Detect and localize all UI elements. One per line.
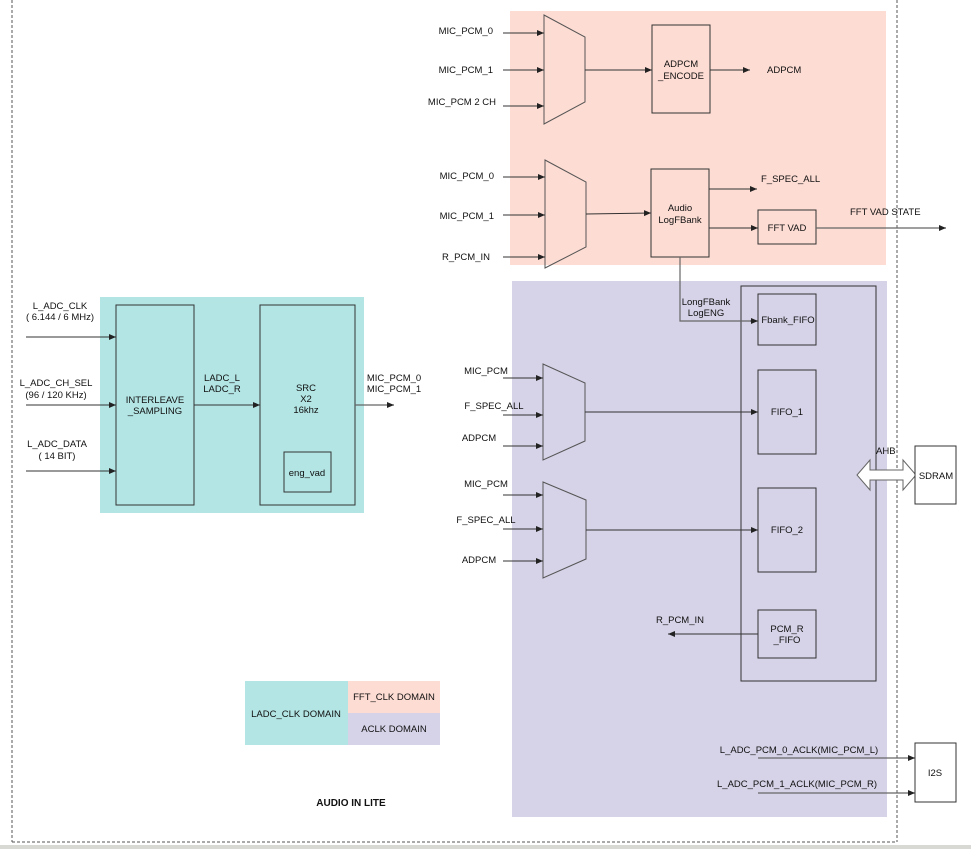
legend-ladc-swatch [245,681,348,745]
wire-mux2-to-logfbank [585,210,652,217]
sdram-block: SDRAM [914,445,957,505]
fifo-2-box [757,487,817,573]
input-l-adc-data-bits: ( 14 BIT) [39,451,76,462]
pcm-r-fifo-label: PCM_R [770,624,803,635]
mux-3-input-2: ADPCM [462,433,496,444]
fifo-1-block: FIFO_1 [757,369,817,455]
mux-2-input-1: MIC_PCM_1 [440,211,494,222]
aclk-domain-region [512,281,887,817]
fbank-fifo-label: Fbank_FIFO [761,315,814,326]
sdram-box [914,445,957,505]
src-label: SRC [296,383,316,394]
label-fftvad-state: FFT VAD STATE [850,207,921,218]
adpcm-encode-label-2: _ENCODE [657,71,704,82]
i2s-block: I2S [914,742,957,803]
label-ladc-l: LADC_L [204,373,240,384]
mux-4-shape [542,481,587,579]
label-ladc-r: LADC_R [203,384,241,395]
interleave-label: INTERLEAVE [126,395,184,406]
fftvad-label: FFT VAD [768,223,807,234]
mux-1: MIC_PCM_0 MIC_PCM_1 MIC_PCM 2 CH [428,14,586,125]
label-ahb: AHB [876,446,896,457]
legend-aclk-label: ACLK DOMAIN [361,724,427,735]
legend-fft-swatch [348,681,440,713]
mux-4-input-2: ADPCM [462,555,496,566]
pcm-r-fifo-label-2: _FIFO [773,635,801,646]
fbank-fifo-box [757,293,817,346]
mux-3-shape [542,363,586,461]
mux-2-shape [544,159,587,269]
interleave-label-2: _SAMPLING [127,406,182,417]
fbank-fifo-block: Fbank_FIFO [757,293,817,346]
mux-2: MIC_PCM_0 MIC_PCM_1 R_PCM_IN [440,159,587,269]
legend-fft-label: FFT_CLK DOMAIN [353,692,435,703]
src-rate-label: 16khz [293,405,319,416]
adpcm-encode-block: ADPCM _ENCODE [651,24,711,114]
fifo-1-label: FIFO_1 [771,407,803,418]
clock-domain-legend: LADC_CLK DOMAIN FFT_CLK DOMAIN ACLK DOMA… [245,681,440,745]
fifo-container [740,285,877,682]
input-l-adc-clk-freq: ( 6.144 / 6 MHz) [26,312,94,323]
mux-4: MIC_PCM F_SPEC_ALL ADPCM [456,479,587,579]
mux-1-shape [543,14,586,125]
input-l-adc-ch-sel: L_ADC_CH_SEL [20,378,93,389]
mux-2-input-0: MIC_PCM_0 [440,171,494,182]
label-r-pcm-in: R_PCM_IN [656,615,704,626]
legend-ladc-label: LADC_CLK DOMAIN [251,709,341,720]
bottom-scroll-edge [0,845,971,849]
logfbank-label-2: LogFBank [658,215,702,226]
adpcm-encode-box [651,24,711,114]
eng-vad-box [283,451,332,493]
label-logeng: LogENG [688,308,724,319]
input-l-adc-data: L_ADC_DATA [27,439,87,450]
input-l-adc-ch-sel-freq: (96 / 120 KHz) [25,390,86,401]
wire-logeng [679,257,757,322]
mux-3-input-0: MIC_PCM [464,366,508,377]
src-ratio-label: X2 [300,394,312,405]
mux-3: MIC_PCM F_SPEC_ALL ADPCM [462,363,586,461]
label-fspec-all: F_SPEC_ALL [761,174,820,185]
mux-1-input-1: MIC_PCM_1 [439,65,493,76]
sdram-label: SDRAM [919,471,953,482]
label-adpcm-out: ADPCM [767,65,801,76]
mux-4-input-1: F_SPEC_ALL [456,515,515,526]
fifo-2-label: FIFO_2 [771,525,803,536]
i2s-box [914,742,957,803]
input-l-adc-clk: L_ADC_CLK [33,301,88,312]
ladc-inputs: L_ADC_CLK ( 6.144 / 6 MHz) L_ADC_CH_SEL … [20,301,116,474]
diagram-title: AUDIO IN LITE [316,798,386,809]
i2s-label: I2S [928,768,942,779]
mux-3-input-1: F_SPEC_ALL [464,401,523,412]
label-longfbank: LongFBank [682,297,731,308]
eng-vad-label: eng_vad [289,468,325,479]
mux-4-input-0: MIC_PCM [464,479,508,490]
mux-2-input-2: R_PCM_IN [442,252,490,263]
label-src-out-1: MIC_PCM_1 [367,384,421,395]
fifo-1-box [757,369,817,455]
mux-1-input-0: MIC_PCM_0 [439,26,493,37]
logfbank-label: Audio [668,203,692,214]
fft-clk-domain-region [510,11,886,265]
label-src-out-0: MIC_PCM_0 [367,373,421,384]
mux-1-input-2: MIC_PCM 2 CH [428,97,496,108]
fifo-2-block: FIFO_2 [757,487,817,573]
label-i2s-input-1: L_ADC_PCM_1_ACLK(MIC_PCM_R) [717,779,877,790]
label-i2s-input-0: L_ADC_PCM_0_ACLK(MIC_PCM_L) [720,745,878,756]
fftvad-block: FFT VAD [757,209,817,245]
fftvad-box [757,209,817,245]
adpcm-encode-label: ADPCM [664,59,698,70]
legend-aclk-swatch [348,713,440,745]
